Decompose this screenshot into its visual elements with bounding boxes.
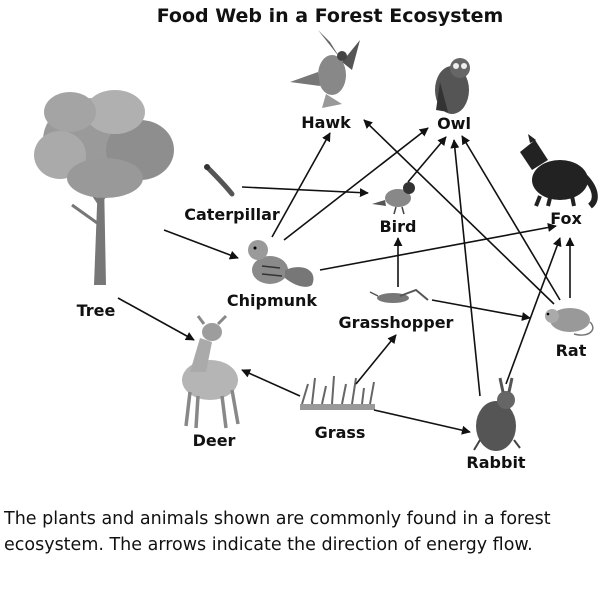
label-grasshopper: Grasshopper	[339, 313, 454, 332]
arrow-chipmunk-to-hawk	[271, 132, 331, 238]
label-caterpillar: Caterpillar	[184, 205, 280, 224]
label-hawk: Hawk	[301, 113, 351, 132]
arrow-rat-to-owl	[461, 135, 561, 301]
grasshopper-illustration	[369, 288, 429, 303]
label-deer: Deer	[193, 431, 236, 450]
arrow-rabbit-to-owl	[450, 139, 481, 397]
label-owl: Owl	[437, 114, 471, 133]
arrow-tree-to-chipmunk	[163, 229, 239, 260]
caterpillar-illustration	[204, 164, 235, 197]
grass-illustration	[300, 375, 375, 410]
arrow-grass-to-grasshopper	[355, 334, 397, 385]
label-grass: Grass	[315, 423, 366, 442]
label-fox: Fox	[550, 209, 582, 228]
arrow-chipmunk-to-owl	[283, 127, 429, 241]
food-web-diagram: Food Web in a Forest Ecosystem	[34, 5, 598, 472]
label-bird: Bird	[379, 217, 416, 236]
caption-text: The plants and animals shown are commonl…	[4, 509, 551, 555]
arrow-rabbit-to-fox	[505, 237, 562, 385]
arrow-grass-to-rabbit	[373, 409, 471, 435]
arrow-bird-to-owl	[407, 136, 447, 183]
label-tree: Tree	[77, 301, 116, 320]
diagram-title: Food Web in a Forest Ecosystem	[157, 5, 504, 27]
label-rabbit: Rabbit	[466, 453, 526, 472]
bird-illustration	[372, 182, 415, 215]
rat-illustration	[545, 308, 594, 336]
arrow-grass-to-deer	[241, 369, 301, 397]
label-rat: Rat	[556, 341, 587, 360]
chipmunk-illustration	[248, 240, 314, 287]
tree-illustration	[34, 90, 174, 285]
owl-illustration	[435, 58, 470, 114]
arrow-grasshopper-to-rat	[431, 299, 531, 321]
deer-illustration	[182, 314, 240, 429]
rabbit-illustration	[473, 377, 521, 451]
arrow-rat-to-hawk	[363, 119, 555, 305]
arrow-chipmunk-to-fox	[319, 223, 557, 271]
label-chipmunk: Chipmunk	[227, 291, 318, 310]
arrow-tree-to-deer	[117, 297, 195, 341]
fox-illustration	[520, 134, 598, 209]
hawk-illustration	[290, 30, 360, 108]
